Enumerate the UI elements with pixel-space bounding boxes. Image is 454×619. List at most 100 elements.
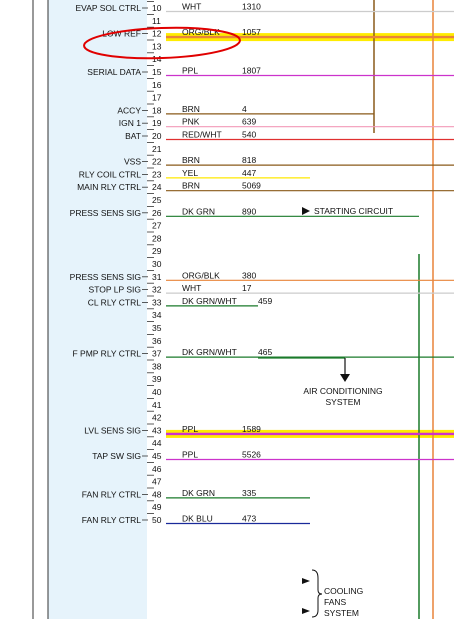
pin-number: 49 bbox=[152, 502, 162, 512]
fan-arrow-head-1 bbox=[302, 578, 310, 584]
circuit-number: 1589 bbox=[242, 424, 261, 434]
circuit-number: 4 bbox=[242, 104, 247, 114]
wire-color-label: BRN bbox=[182, 155, 200, 165]
pin-number: 21 bbox=[152, 144, 162, 154]
wire-color-label: YEL bbox=[182, 168, 198, 178]
pin-number: 15 bbox=[152, 67, 162, 77]
pin-number: 24 bbox=[152, 182, 162, 192]
pin-signal-label: STOP LP SIG bbox=[89, 285, 141, 295]
pin-signal-label: RLY COIL CTRL bbox=[79, 169, 141, 179]
fans-label-line1: COOLING bbox=[324, 586, 363, 596]
pin-number: 14 bbox=[152, 54, 162, 64]
pin-number: 41 bbox=[152, 400, 162, 410]
pin-signal-label: F PMP RLY CTRL bbox=[73, 349, 142, 359]
pin-number: 13 bbox=[152, 41, 162, 51]
fans-label-line3: SYSTEM bbox=[324, 608, 359, 618]
pin-number: 40 bbox=[152, 387, 162, 397]
wire-color-label: DK GRN bbox=[182, 488, 215, 498]
fan-arrow-head-2 bbox=[302, 608, 310, 614]
pin-signal-label: FAN RLY CTRL bbox=[82, 489, 141, 499]
wires bbox=[166, 10, 454, 525]
circuit-number: 335 bbox=[242, 488, 256, 498]
pin-number: 12 bbox=[152, 29, 162, 39]
circuit-number: 890 bbox=[242, 206, 256, 216]
pin-number: 19 bbox=[152, 118, 162, 128]
wire-color-label: BRN bbox=[182, 181, 200, 191]
pin-signal-label: LVL SENS SIG bbox=[84, 425, 141, 435]
pin-number: 17 bbox=[152, 93, 162, 103]
pin-number: 18 bbox=[152, 105, 162, 115]
pin-signal-label: EVAP SOL CTRL bbox=[75, 3, 141, 13]
circuit-number: 447 bbox=[242, 168, 256, 178]
circuit-number: 17 bbox=[242, 283, 252, 293]
pin-number: 29 bbox=[152, 246, 162, 256]
pin-number: 46 bbox=[152, 464, 162, 474]
circuit-number: 818 bbox=[242, 155, 256, 165]
pin-number: 37 bbox=[152, 349, 162, 359]
pin-number: 26 bbox=[152, 208, 162, 218]
pin-number: 30 bbox=[152, 259, 162, 269]
pin-signal-label: PRESS SENS SIG bbox=[70, 208, 141, 218]
pin-number: 35 bbox=[152, 323, 162, 333]
circuit-number: 1310 bbox=[242, 2, 261, 12]
pin-number: 32 bbox=[152, 285, 162, 295]
pin-number: 39 bbox=[152, 374, 162, 384]
pin-signal-label: LOW REF bbox=[102, 29, 141, 39]
pin-number: 31 bbox=[152, 272, 162, 282]
starting-arrow-head bbox=[302, 207, 310, 215]
pin-number: 27 bbox=[152, 221, 162, 231]
starting-branch: STARTING CIRCUIT bbox=[302, 206, 393, 216]
pin-number: 45 bbox=[152, 451, 162, 461]
circuit-number: 5526 bbox=[242, 450, 261, 460]
pin-signal-label: CL RLY CTRL bbox=[88, 297, 141, 307]
pin-number: 11 bbox=[152, 16, 161, 26]
circuit-number: 639 bbox=[242, 117, 256, 127]
pin-signal-label: VSS bbox=[124, 157, 141, 167]
wire-color-label: ORG/BLK bbox=[182, 27, 220, 37]
pin-number: 48 bbox=[152, 489, 162, 499]
connector-pins: 10 EVAP SOL CTRL WHT 1310 11 12 LOW REF ORG/BLK… bbox=[70, 1, 272, 525]
highlight-bands bbox=[166, 33, 454, 438]
pin-number: 34 bbox=[152, 310, 162, 320]
pin-number: 22 bbox=[152, 157, 162, 167]
ac-branch: AIR CONDITIONING SYSTEM bbox=[258, 357, 383, 407]
pin-signal-label: TAP SW SIG bbox=[92, 451, 141, 461]
pin-number: 38 bbox=[152, 361, 162, 371]
pin-signal-label: FAN RLY CTRL bbox=[82, 515, 141, 525]
circuit-number: 465 bbox=[258, 347, 272, 357]
ac-arrow-head bbox=[340, 374, 350, 382]
pin-number: 50 bbox=[152, 515, 162, 525]
pin-number: 23 bbox=[152, 169, 162, 179]
red-circle-annotation bbox=[83, 26, 241, 60]
ac-label-line1: AIR CONDITIONING bbox=[303, 386, 382, 396]
wire-color-label: PPL bbox=[182, 450, 198, 460]
connector-body bbox=[48, 0, 147, 619]
wire-color-label: DK BLU bbox=[182, 514, 213, 524]
wire-color-label: DK GRN/WHT bbox=[182, 347, 237, 357]
pin-number: 47 bbox=[152, 477, 162, 487]
pin-number: 33 bbox=[152, 297, 162, 307]
pin-number: 36 bbox=[152, 336, 162, 346]
wire-color-label: RED/WHT bbox=[182, 130, 222, 140]
circuit-number: 380 bbox=[242, 270, 256, 280]
pin-number: 28 bbox=[152, 233, 162, 243]
pin-number: 44 bbox=[152, 438, 162, 448]
fans-brace bbox=[311, 569, 323, 618]
wire-color-label: ORG/BLK bbox=[182, 270, 220, 280]
wire-color-label: PPL bbox=[182, 424, 198, 434]
pin-signal-label: SERIAL DATA bbox=[87, 67, 141, 77]
wire-color-label: DK GRN/WHT bbox=[182, 296, 237, 306]
wire-color-label: PNK bbox=[182, 117, 200, 127]
circuit-number: 5069 bbox=[242, 181, 261, 191]
pin-number: 10 bbox=[152, 3, 162, 13]
wire-color-label: PPL bbox=[182, 66, 198, 76]
fans-branch: COOLING FANS SYSTEM bbox=[302, 569, 363, 618]
pin-number: 16 bbox=[152, 80, 162, 90]
circuit-number: 459 bbox=[258, 296, 272, 306]
pin-number: 43 bbox=[152, 425, 162, 435]
circuit-number: 473 bbox=[242, 514, 256, 524]
wire-color-label: WHT bbox=[182, 283, 201, 293]
circuit-number: 1807 bbox=[242, 66, 261, 76]
circuit-number: 1057 bbox=[242, 27, 261, 37]
